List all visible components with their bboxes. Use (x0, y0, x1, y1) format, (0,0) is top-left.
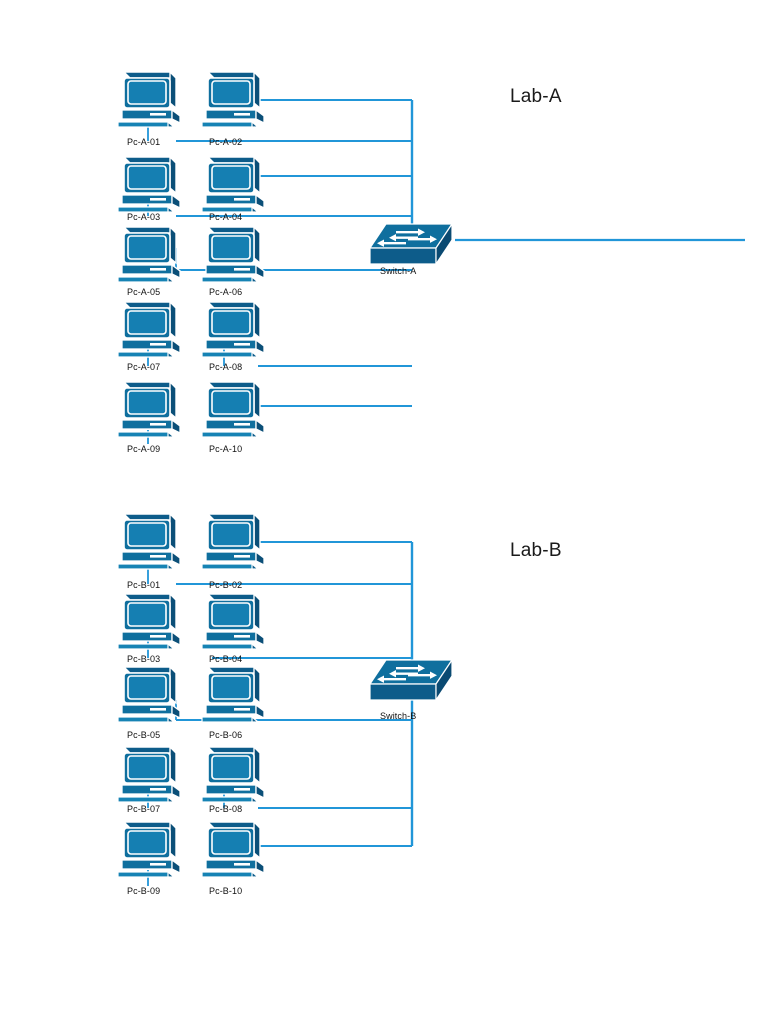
pc-icon-pc-a-10[interactable] (201, 381, 265, 438)
pc-icon-pc-b-05[interactable] (117, 666, 181, 723)
pc-icon-pc-a-08[interactable] (201, 301, 265, 358)
lab-title-lab-b: Lab-B (510, 540, 562, 561)
pc-icon-pc-a-03[interactable] (117, 156, 181, 213)
pc-icon-pc-b-01[interactable] (117, 513, 181, 570)
pc-icon-pc-b-08[interactable] (201, 746, 265, 803)
pc-icon-pc-b-04[interactable] (201, 593, 265, 650)
pc-icon-pc-a-07[interactable] (117, 301, 181, 358)
pc-label-pc-b-02: Pc-B-02 (209, 580, 243, 590)
pc-icon-pc-b-07[interactable] (117, 746, 181, 803)
pc-label-pc-a-01: Pc-A-01 (127, 137, 161, 147)
pc-label-pc-b-05: Pc-B-05 (127, 730, 161, 740)
pc-icon-pc-a-04[interactable] (201, 156, 265, 213)
pc-label-pc-b-08: Pc-B-08 (209, 804, 243, 814)
pc-label-pc-b-06: Pc-B-06 (209, 730, 243, 740)
lab-title-lab-a: Lab-A (510, 86, 562, 107)
pc-label-pc-a-02: Pc-A-02 (209, 137, 243, 147)
pc-label-pc-a-05: Pc-A-05 (127, 287, 161, 297)
pc-icon-pc-a-06[interactable] (201, 226, 265, 283)
switch-label-switch-a: Switch-A (380, 266, 417, 276)
pc-icon-pc-a-02[interactable] (201, 71, 265, 128)
switch-icon-switch-b[interactable] (369, 659, 453, 701)
pc-label-pc-b-03: Pc-B-03 (127, 654, 161, 664)
pc-icon-pc-b-09[interactable] (117, 821, 181, 878)
pc-label-pc-b-04: Pc-B-04 (209, 654, 243, 664)
devices-layer (117, 71, 453, 878)
pc-icon-pc-b-10[interactable] (201, 821, 265, 878)
pc-label-pc-b-09: Pc-B-09 (127, 886, 161, 896)
switch-label-switch-b: Switch-B (380, 711, 417, 721)
pc-icon-pc-b-06[interactable] (201, 666, 265, 723)
pc-icon-pc-b-03[interactable] (117, 593, 181, 650)
pc-label-pc-a-04: Pc-A-04 (209, 212, 243, 222)
pc-label-pc-a-03: Pc-A-03 (127, 212, 161, 222)
switch-icon-switch-a[interactable] (369, 223, 453, 265)
pc-label-pc-a-07: Pc-A-07 (127, 362, 161, 372)
pc-icon-pc-a-01[interactable] (117, 71, 181, 128)
pc-label-pc-b-01: Pc-B-01 (127, 580, 161, 590)
pc-label-pc-a-09: Pc-A-09 (127, 444, 161, 454)
pc-label-pc-a-08: Pc-A-08 (209, 362, 243, 372)
pc-icon-pc-b-02[interactable] (201, 513, 265, 570)
pc-label-pc-a-06: Pc-A-06 (209, 287, 243, 297)
pc-icon-pc-a-09[interactable] (117, 381, 181, 438)
pc-label-pc-a-10: Pc-A-10 (209, 444, 243, 454)
pc-label-pc-b-07: Pc-B-07 (127, 804, 161, 814)
pc-icon-pc-a-05[interactable] (117, 226, 181, 283)
pc-label-pc-b-10: Pc-B-10 (209, 886, 243, 896)
